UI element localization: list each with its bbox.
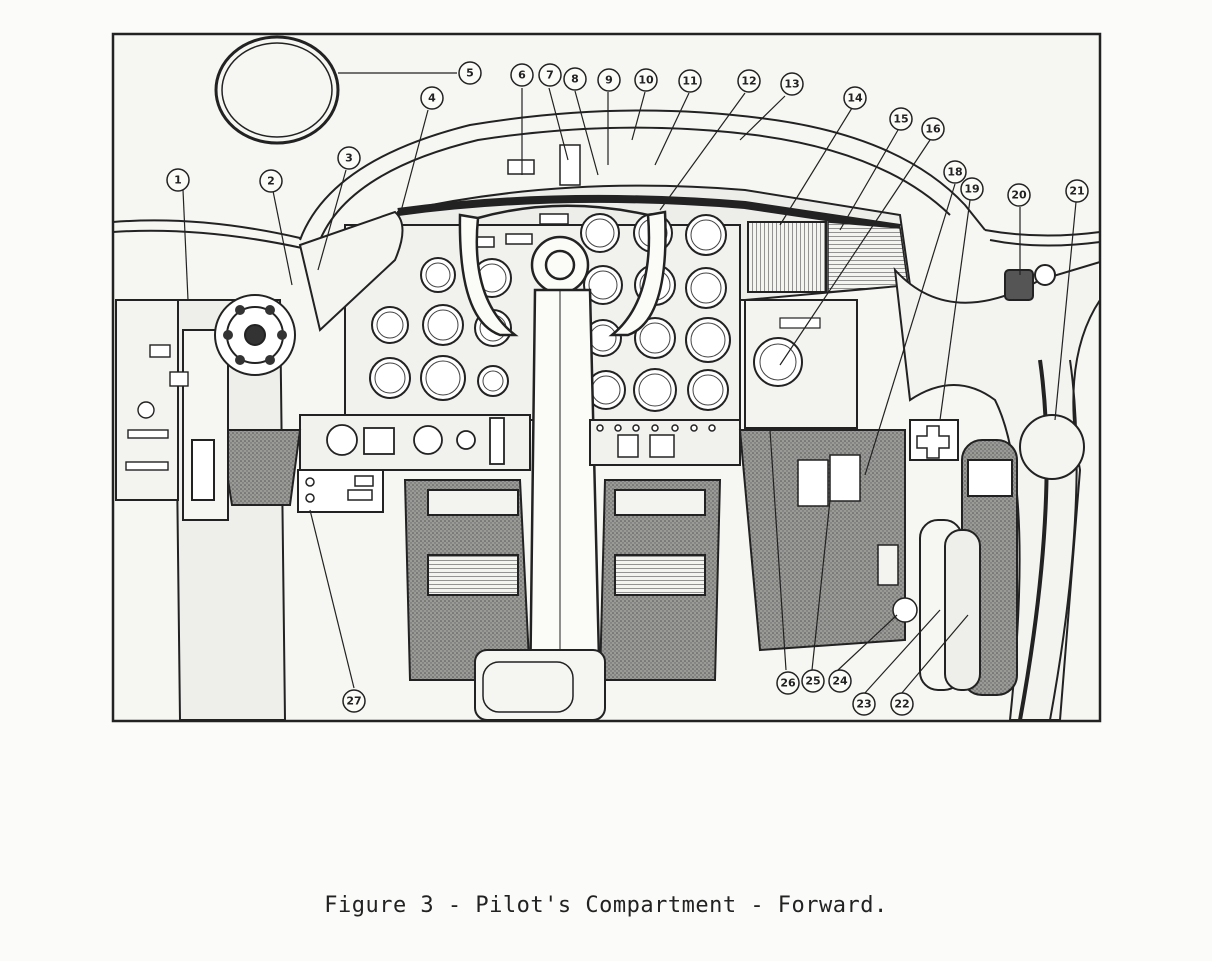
callout-number: 16 bbox=[925, 123, 941, 136]
rudder-pedals bbox=[403, 479, 722, 681]
windshield-frame bbox=[112, 109, 1101, 249]
pedestal-base bbox=[474, 649, 606, 721]
vent-grille bbox=[747, 221, 827, 293]
callout-number: 15 bbox=[893, 113, 908, 126]
callout-number: 2 bbox=[267, 175, 275, 188]
callout-circle bbox=[259, 169, 283, 193]
callout-number: 12 bbox=[741, 75, 756, 88]
callout-circle bbox=[852, 692, 876, 716]
leader-lines bbox=[182, 72, 1077, 695]
lamp bbox=[1004, 264, 1056, 301]
callout-circle bbox=[780, 72, 804, 96]
callout-number: 21 bbox=[1069, 185, 1084, 198]
figure-caption: Figure 3 - Pilot's Compartment - Forward… bbox=[324, 893, 888, 918]
callout-number: 3 bbox=[345, 152, 353, 165]
callout-number: 26 bbox=[780, 677, 796, 690]
sun-visor-ring bbox=[214, 35, 340, 145]
callout-number: 8 bbox=[571, 73, 579, 86]
callout-circle bbox=[737, 69, 761, 93]
callout-number: 19 bbox=[964, 183, 979, 196]
callout-circle bbox=[337, 146, 361, 170]
callout-circle bbox=[678, 69, 702, 93]
callout-circle bbox=[828, 669, 852, 693]
callout-circle bbox=[1065, 179, 1089, 203]
callout-circle bbox=[510, 63, 534, 87]
callout-number: 10 bbox=[638, 74, 654, 87]
callout-number: 23 bbox=[856, 698, 871, 711]
callout-circle bbox=[420, 86, 444, 110]
callout-number: 1 bbox=[174, 174, 182, 187]
callout-circle bbox=[563, 67, 587, 91]
callout-circle bbox=[538, 63, 562, 87]
callout-circle bbox=[776, 671, 800, 695]
callout-circle bbox=[921, 117, 945, 141]
callout-circle bbox=[458, 61, 482, 85]
callout-number: 11 bbox=[682, 75, 697, 88]
callout-circle bbox=[843, 86, 867, 110]
callout-number: 14 bbox=[847, 92, 863, 105]
callout-number: 7 bbox=[546, 69, 554, 82]
callout-number: 25 bbox=[805, 675, 820, 688]
callout-number: 18 bbox=[947, 166, 962, 179]
callout-number: 20 bbox=[1011, 189, 1027, 202]
extinguisher-globe bbox=[1019, 414, 1085, 480]
callout-number: 5 bbox=[466, 67, 474, 80]
callout-circle bbox=[943, 160, 967, 184]
callout-circle bbox=[801, 669, 825, 693]
callout-circle bbox=[597, 68, 621, 92]
panel-placards bbox=[471, 144, 581, 248]
callout-number: 4 bbox=[428, 92, 436, 105]
callout-number: 22 bbox=[894, 698, 909, 711]
callout-number: 27 bbox=[346, 695, 361, 708]
callout-number: 6 bbox=[518, 69, 526, 82]
extinguisher-bottles bbox=[919, 439, 1018, 696]
throttle-quadrant bbox=[173, 294, 302, 721]
control-yoke bbox=[458, 204, 667, 702]
callout-circle bbox=[166, 168, 190, 192]
callout-circle bbox=[889, 107, 913, 131]
callout-circle bbox=[634, 68, 658, 92]
callout-number: 13 bbox=[784, 78, 799, 91]
callout-circle bbox=[890, 692, 914, 716]
callout-number: 24 bbox=[832, 675, 848, 688]
callout-circle bbox=[960, 177, 984, 201]
callout-number: 9 bbox=[605, 74, 613, 87]
callout-circle bbox=[1007, 183, 1031, 207]
callout-circle bbox=[342, 689, 366, 713]
